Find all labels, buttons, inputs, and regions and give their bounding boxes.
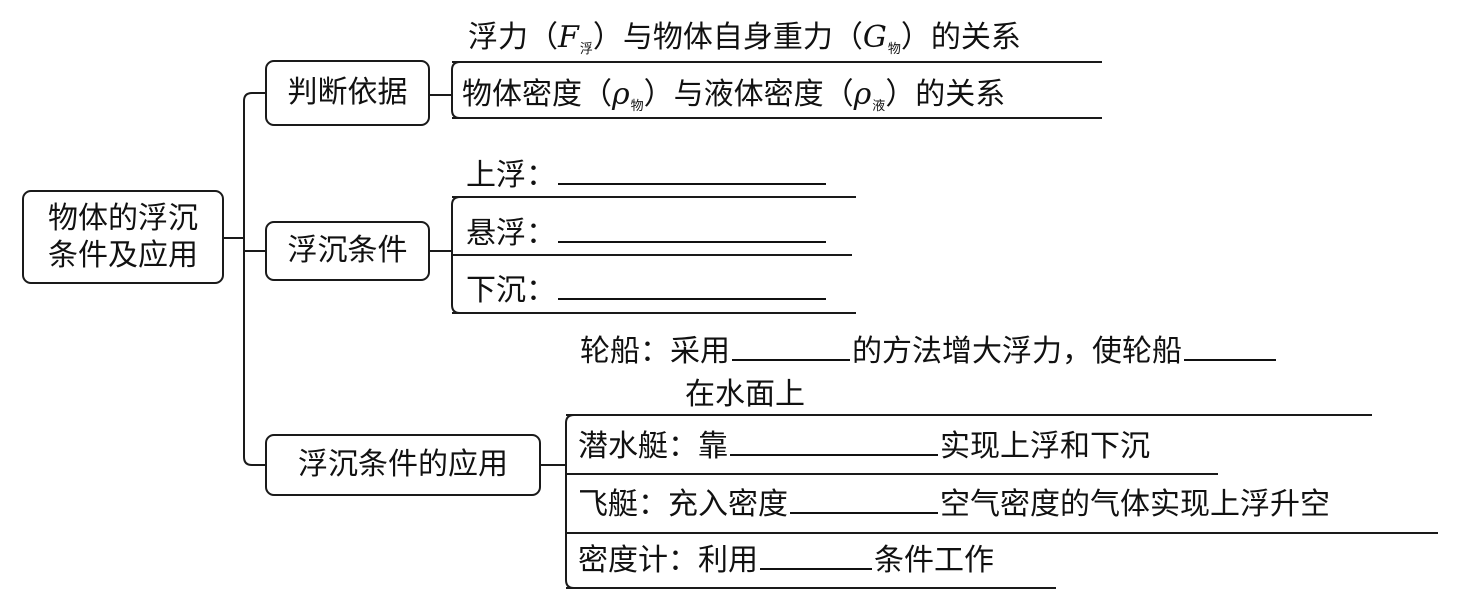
basis-item-force: 浮力（F浮）与物体自身重力（G物）的关系 — [468, 20, 1021, 57]
blank-rise[interactable] — [558, 161, 826, 185]
blank-ship-state[interactable] — [1184, 337, 1276, 361]
app-ship: 轮船：采用的方法增大浮力，使轮船 — [580, 337, 1278, 367]
root-line-2: 条件及应用 — [48, 238, 198, 273]
applications-bracket — [565, 414, 575, 589]
basis-node: 判断依据 — [265, 60, 430, 126]
blank-hydrometer[interactable] — [760, 546, 872, 570]
basis-bracket — [451, 61, 461, 119]
trunk-line — [243, 92, 265, 466]
app-airship: 飞艇：充入密度空气密度的气体实现上浮升空 — [578, 487, 1330, 522]
conditions-node: 浮沉条件 — [265, 221, 430, 281]
app-hydrometer: 密度计：利用条件工作 — [578, 543, 994, 578]
root-node: 物体的浮沉 条件及应用 — [22, 190, 224, 284]
blank-submarine[interactable] — [730, 432, 938, 456]
app-ship-cont: 在水面上 — [685, 377, 805, 412]
app-submarine: 潜水艇：靠实现上浮和下沉 — [578, 429, 1150, 464]
condition-rise: 上浮： — [466, 161, 828, 191]
basis-item-density: 物体密度（ρ物）与液体密度（ρ液）的关系 — [462, 77, 1006, 114]
root-line-1: 物体的浮沉 — [48, 200, 198, 236]
condition-suspend: 悬浮： — [466, 219, 828, 249]
blank-airship[interactable] — [790, 490, 938, 514]
condition-sink: 下沉： — [466, 276, 828, 306]
blank-ship-method[interactable] — [732, 337, 850, 361]
applications-node: 浮沉条件的应用 — [265, 434, 541, 496]
blank-sink[interactable] — [558, 276, 826, 300]
blank-suspend[interactable] — [558, 219, 826, 243]
